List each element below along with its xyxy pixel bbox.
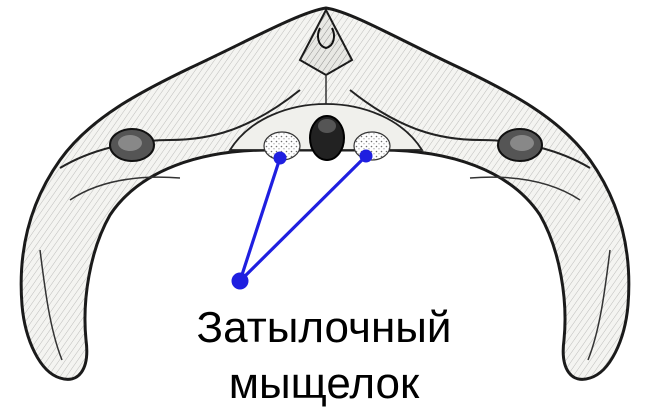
pointer-dot-right-condyle [360,150,373,163]
label-line-2: мыщелок [0,360,648,408]
label-line-1: Затылочный [0,304,648,352]
pointer-dot-origin [232,273,249,290]
foramen-magnum-highlight [318,119,336,133]
socket-left-inner [118,135,142,151]
socket-right-inner [510,135,534,151]
pointer-dot-left-condyle [274,152,287,165]
